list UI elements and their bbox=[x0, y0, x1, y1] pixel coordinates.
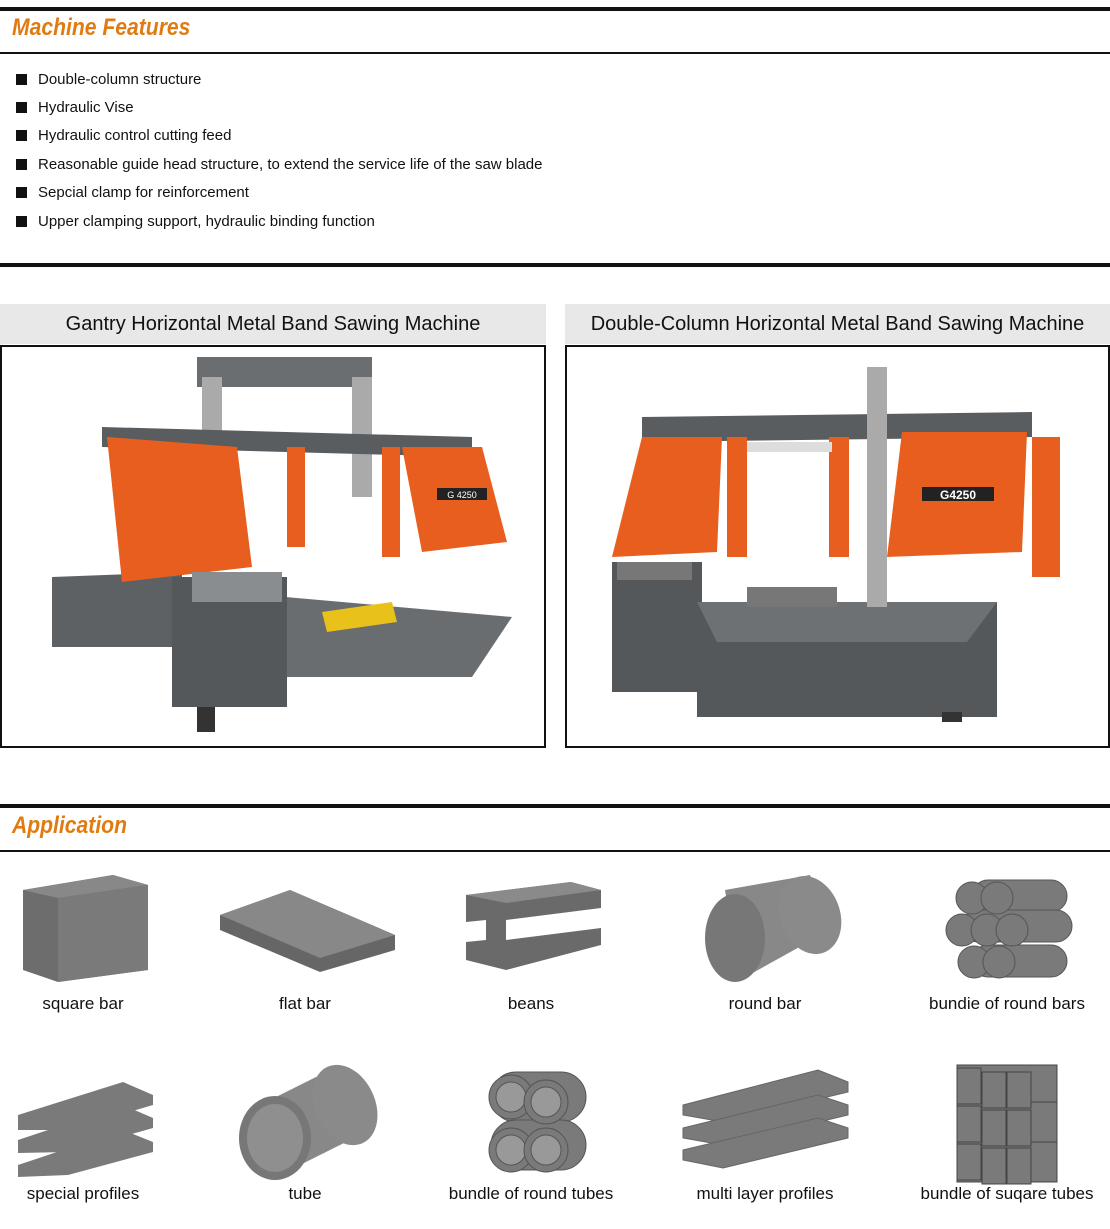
application-label: bundie of round bars bbox=[929, 994, 1085, 1013]
round-bar-icon bbox=[705, 875, 842, 982]
feature-item: Hydraulic control cutting feed bbox=[16, 127, 231, 144]
bundle-square-tubes-icon bbox=[956, 1064, 1058, 1185]
application-label: special profiles bbox=[26, 1184, 140, 1203]
divider bbox=[0, 52, 1110, 54]
bullet-icon bbox=[16, 216, 27, 227]
application-title: Application bbox=[12, 812, 127, 839]
machine-title-gantry: Gantry Horizontal Metal Band Sawing Mach… bbox=[0, 304, 546, 344]
machine-model-label: G 4250 bbox=[447, 490, 477, 500]
bullet-icon bbox=[16, 102, 27, 113]
application-label: tube bbox=[288, 1184, 322, 1203]
bullet-icon bbox=[16, 130, 27, 141]
application-item: flat bar bbox=[205, 870, 405, 1014]
gantry-machine-image: G 4250 bbox=[0, 345, 546, 748]
feature-text: Hydraulic Vise bbox=[38, 99, 134, 116]
beam-icon bbox=[466, 882, 601, 970]
feature-item: Hydraulic Vise bbox=[16, 99, 134, 116]
feature-item: Double-column structure bbox=[16, 71, 201, 88]
application-item: special profiles bbox=[0, 1060, 183, 1204]
application-item: multi layer profiles bbox=[665, 1060, 865, 1204]
feature-text: Double-column structure bbox=[38, 71, 202, 88]
flat-bar-icon bbox=[220, 890, 395, 972]
divider bbox=[0, 263, 1110, 267]
application-item: round bar bbox=[665, 870, 865, 1014]
application-label: bundle of suqare tubes bbox=[920, 1184, 1094, 1203]
bullet-icon bbox=[16, 187, 27, 198]
feature-item: Reasonable guide head structure, to exte… bbox=[16, 156, 543, 173]
application-item: square bar bbox=[0, 870, 183, 1014]
machine-title-double-column: Double-Column Horizontal Metal Band Sawi… bbox=[565, 304, 1110, 344]
application-item: bundie of round bars bbox=[907, 870, 1107, 1014]
bundle-round-bars-icon bbox=[945, 879, 1073, 979]
features-title: Machine Features bbox=[12, 14, 191, 41]
special-profiles-icon bbox=[18, 1082, 153, 1177]
application-item: bundle of suqare tubes bbox=[907, 1060, 1107, 1204]
application-item: bundle of round tubes bbox=[431, 1060, 631, 1204]
application-item: beans bbox=[431, 870, 631, 1014]
application-label: multi layer profiles bbox=[696, 1184, 834, 1203]
application-label: flat bar bbox=[279, 994, 331, 1013]
bundle-round-tubes-icon bbox=[488, 1071, 587, 1173]
feature-text: Upper clamping support, hydraulic bindin… bbox=[38, 213, 375, 230]
application-label: beans bbox=[507, 994, 555, 1013]
feature-item: Upper clamping support, hydraulic bindin… bbox=[16, 213, 375, 230]
machine-model-label: G4250 bbox=[940, 488, 976, 502]
feature-text: Reasonable guide head structure, to exte… bbox=[38, 156, 543, 173]
feature-text: Sepcial clamp for reinforcement bbox=[38, 184, 249, 201]
application-label: bundle of round tubes bbox=[448, 1184, 614, 1203]
divider bbox=[0, 804, 1110, 808]
multi-layer-profiles-icon bbox=[682, 1069, 848, 1169]
bullet-icon bbox=[16, 74, 27, 85]
square-bar-icon bbox=[23, 875, 148, 982]
feature-text: Hydraulic control cutting feed bbox=[38, 127, 232, 144]
application-item: tube bbox=[205, 1060, 405, 1204]
application-label: square bar bbox=[42, 994, 124, 1013]
double-column-machine-image: G4250 bbox=[565, 345, 1110, 748]
divider bbox=[0, 850, 1110, 852]
feature-item: Sepcial clamp for reinforcement bbox=[16, 184, 249, 201]
bullet-icon bbox=[16, 159, 27, 170]
divider bbox=[0, 7, 1110, 11]
application-label: round bar bbox=[728, 994, 802, 1013]
tube-icon bbox=[239, 1064, 378, 1180]
